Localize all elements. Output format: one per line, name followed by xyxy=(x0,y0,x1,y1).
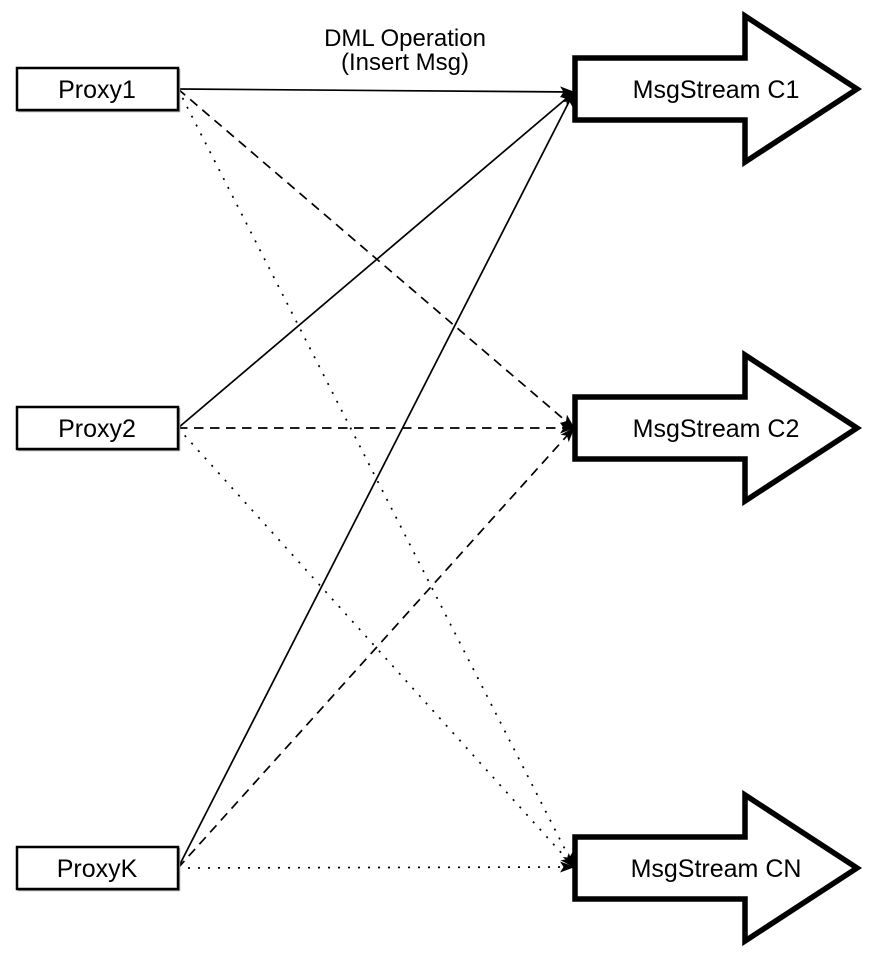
proxyk-box xyxy=(15,845,180,891)
connector-layer xyxy=(177,86,575,873)
node-msgstream-cn: MsgStream CN xyxy=(572,789,863,947)
diagram-title-line1: DML Operation xyxy=(324,25,486,52)
msgstream-cn-label: MsgStream CN xyxy=(631,855,802,883)
connector-proxy1-to-c1-solid xyxy=(177,86,575,98)
node-proxy1: Proxy1 xyxy=(15,66,181,113)
msgstream-cn-arrow-shape xyxy=(572,789,863,947)
msgstream-c2-label: MsgStream C2 xyxy=(633,415,800,443)
msgstream-c1-arrow-shape xyxy=(572,10,863,168)
proxyk-label: ProxyK xyxy=(57,855,138,883)
msgstream-c2-arrow-shape xyxy=(572,349,863,507)
connector-proxy1-to-c2-dashed xyxy=(177,88,575,429)
connector-proxyk-to-c2-dashed xyxy=(177,427,575,869)
node-msgstream-c2: MsgStream C2 xyxy=(572,349,863,507)
connector-proxy2-to-c1-solid xyxy=(177,91,575,429)
proxy2-label: Proxy2 xyxy=(58,415,136,443)
connector-proxyk-to-cn-dotted xyxy=(177,861,575,873)
connector-proxyk-to-c1-solid xyxy=(177,91,575,869)
node-proxyk: ProxyK xyxy=(15,845,181,892)
diagram-title-line2: (Insert Msg) xyxy=(341,49,469,76)
node-proxy2: Proxy2 xyxy=(15,405,181,452)
proxy1-box xyxy=(15,66,180,112)
proxy1-label: Proxy1 xyxy=(58,76,136,104)
diagram-title: DML Operation (Insert Msg) xyxy=(324,25,486,76)
msgstream-c1-label: MsgStream C1 xyxy=(633,76,800,104)
proxy2-box xyxy=(15,405,180,451)
node-msgstream-c1: MsgStream C1 xyxy=(572,10,863,168)
